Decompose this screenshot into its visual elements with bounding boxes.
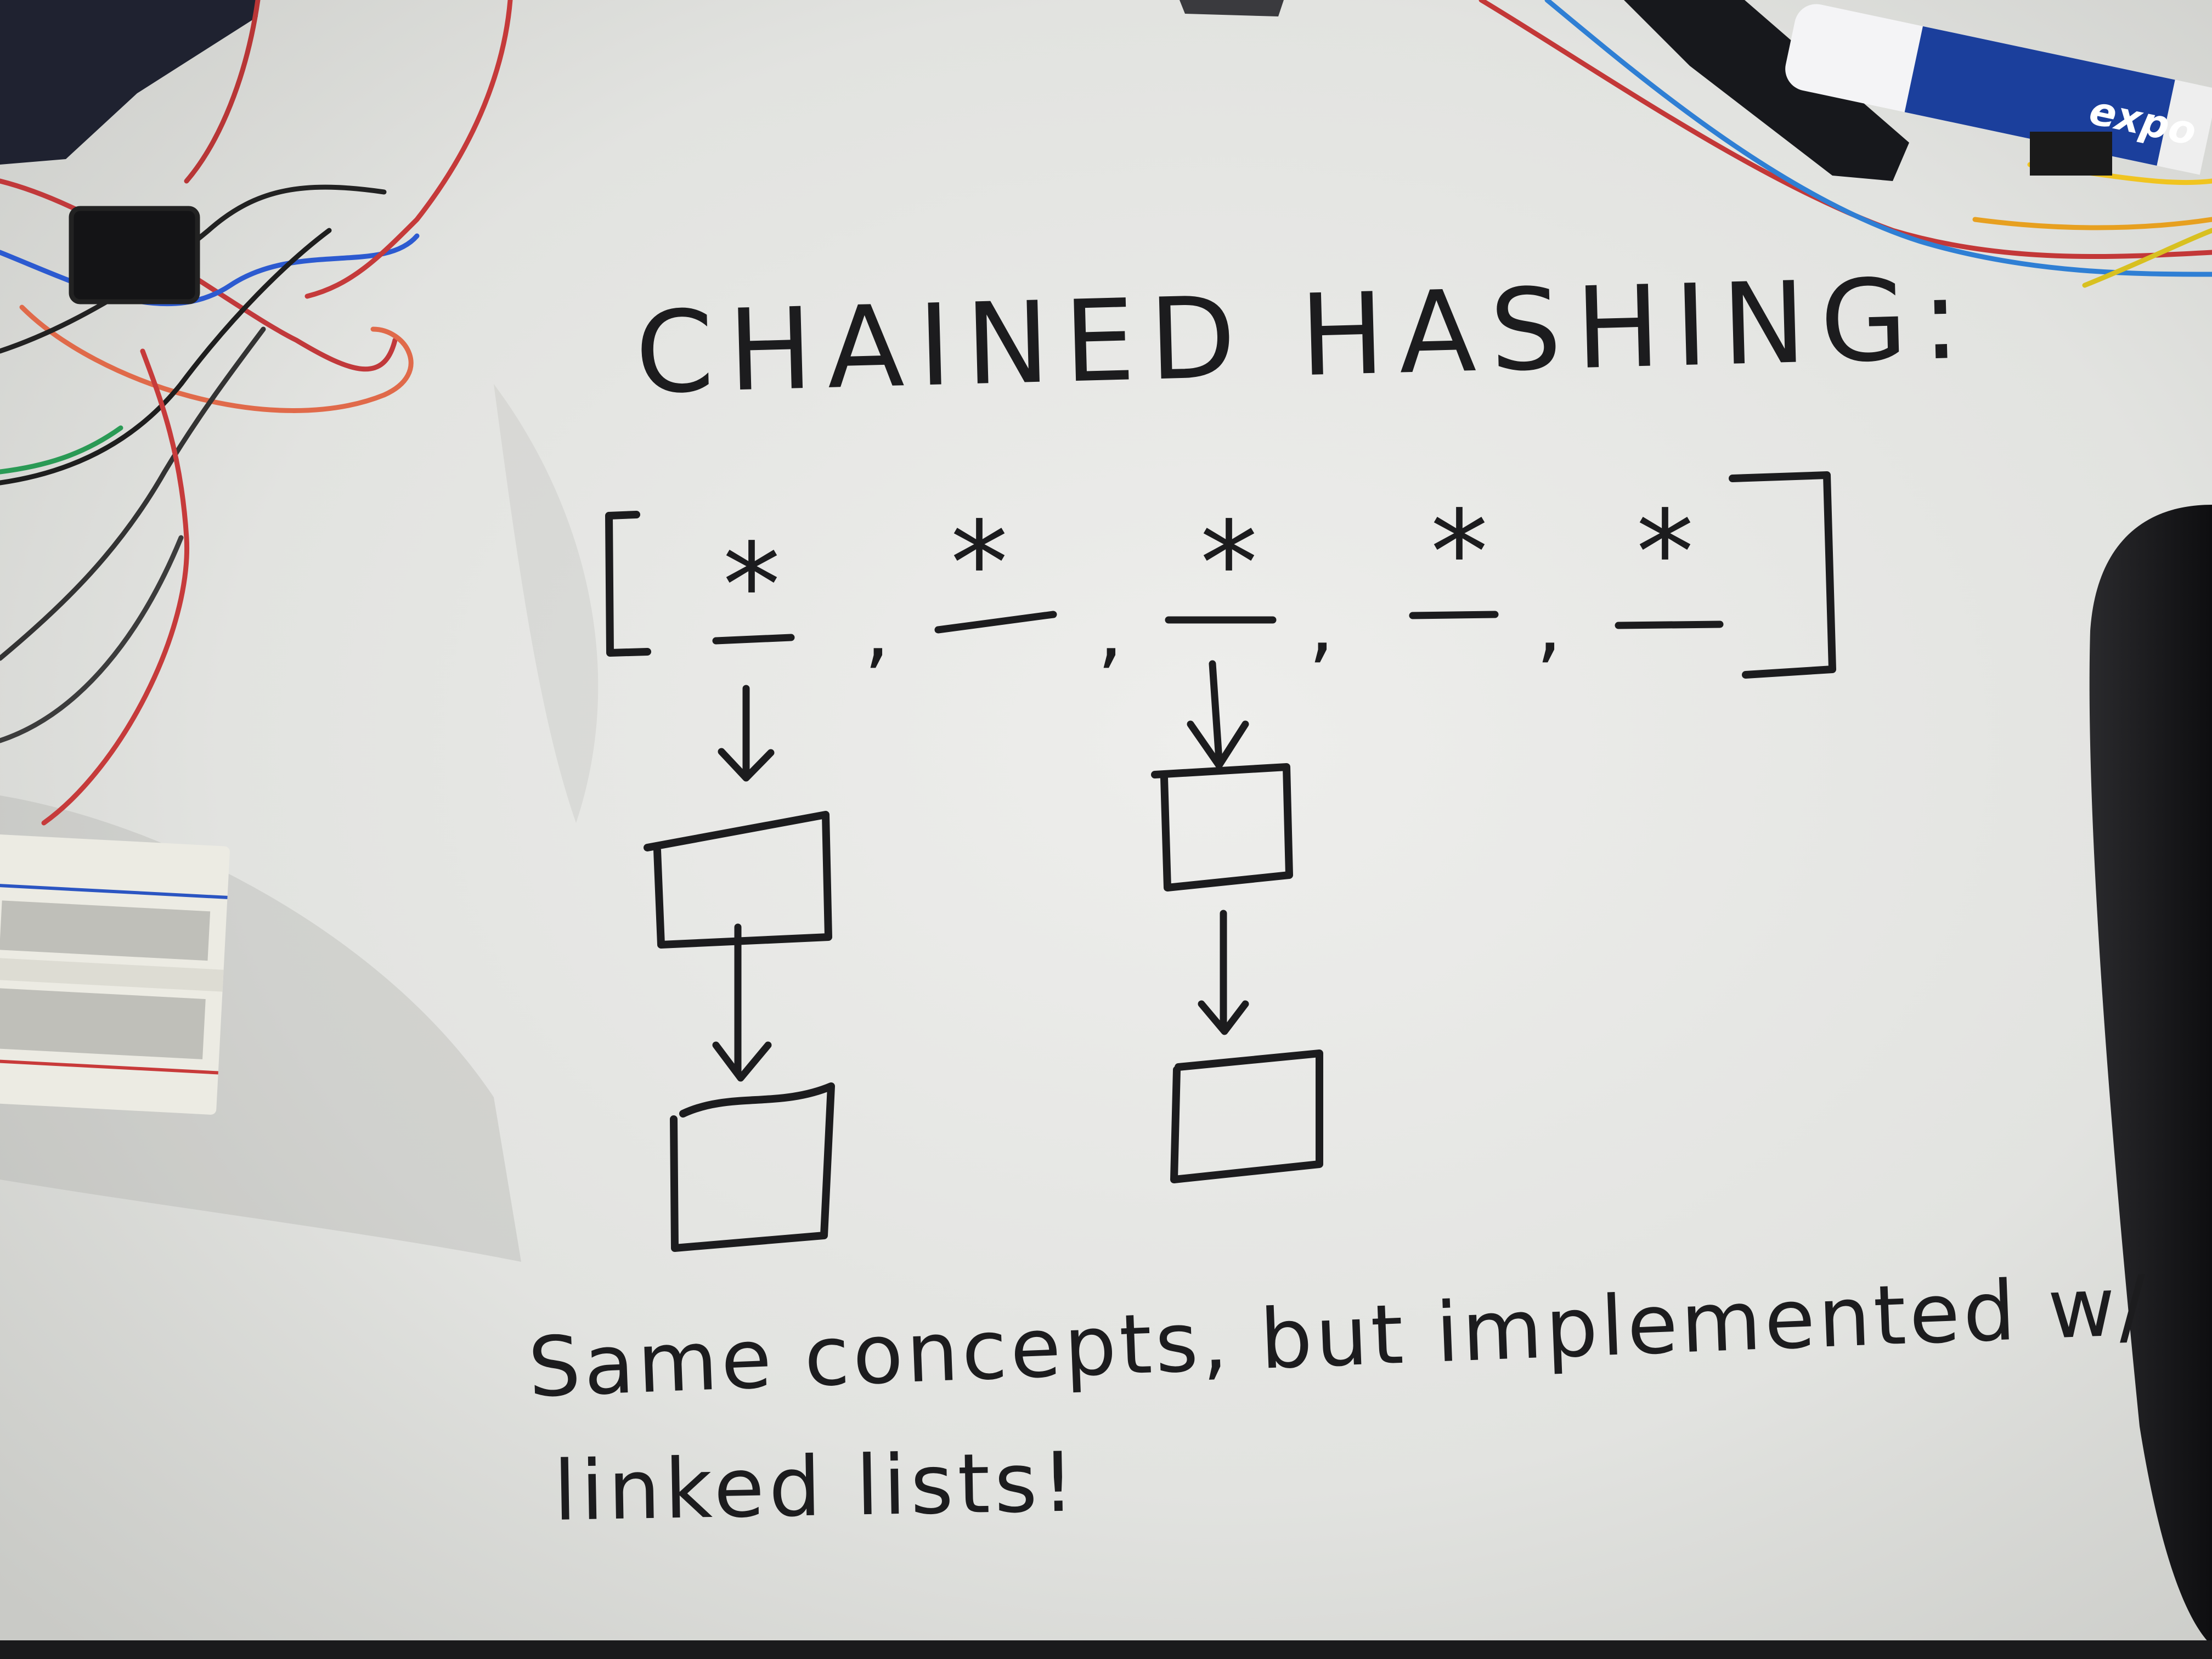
arrow-down-icon — [1198, 910, 1249, 1035]
slot-blank-line — [1615, 620, 1724, 629]
arrow-down-icon — [712, 923, 772, 1082]
array-slot-1: * — [934, 496, 1057, 634]
slot-blank-line — [1409, 611, 1499, 619]
array-slot-2: * — [1165, 496, 1277, 631]
top-right-props — [1180, 0, 1909, 181]
arrow-down-icon — [718, 685, 775, 782]
linked-list-node — [670, 1082, 835, 1252]
linked-list-node — [1170, 1049, 1323, 1183]
jumper-wires-right — [1479, 0, 2212, 288]
array-comma: , — [864, 583, 890, 678]
array-comma: , — [1308, 577, 1335, 673]
array-right-bracket — [1729, 471, 1836, 679]
jumper-wires — [0, 0, 513, 826]
desk-pad — [2089, 505, 2212, 1646]
chain-slot-0 — [644, 685, 835, 1252]
linked-list-node — [1151, 763, 1293, 891]
expo-marker: expo — [1785, 4, 2212, 175]
svg-text:*: * — [1431, 486, 1488, 620]
array-left-bracket — [605, 511, 651, 657]
array-slot-4: * — [1615, 486, 1724, 629]
svg-text:*: * — [951, 496, 1008, 631]
svg-text:*: * — [1200, 496, 1258, 631]
array-slot-0: * — [712, 518, 795, 653]
breadboard — [0, 834, 230, 1115]
array-comma: , — [1097, 583, 1124, 678]
slot-blank-line — [712, 634, 795, 645]
array-slot-3: * — [1409, 486, 1499, 620]
microcontroller-board — [69, 206, 200, 304]
array-slots: * , * , * , * , * — [712, 486, 1724, 678]
note-line-2: linked lists! — [553, 1435, 1080, 1539]
svg-text:*: * — [1637, 486, 1694, 620]
top-left-device — [0, 0, 258, 165]
arrow-down-icon — [1187, 660, 1249, 769]
array-comma: , — [1536, 577, 1562, 673]
svg-text:*: * — [723, 518, 781, 653]
linked-list-node — [644, 811, 832, 949]
chain-slot-2 — [1151, 660, 1323, 1183]
desk-edge — [0, 1640, 2212, 1659]
slot-blank-line — [934, 611, 1057, 634]
